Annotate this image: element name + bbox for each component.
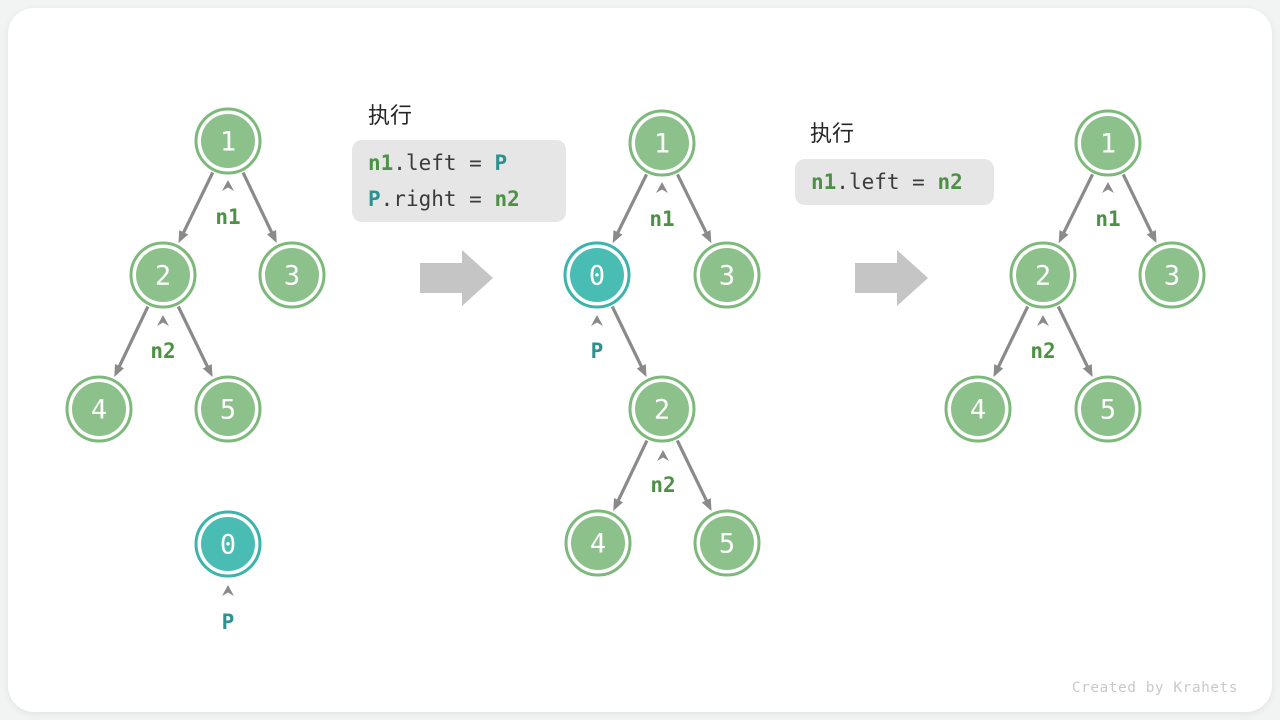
edge-2-4 — [613, 439, 649, 511]
pointer-label: n2 — [650, 473, 675, 497]
tree-after: 1 2 3 4 5 n1 n2 — [944, 109, 1206, 443]
edge-1-3 — [241, 171, 277, 243]
node-value: 2 — [155, 261, 171, 292]
caret-up-icon — [656, 182, 668, 193]
pointer-n1: n1 — [215, 180, 241, 229]
edge-1-3 — [676, 173, 712, 244]
pointer-label: P — [222, 610, 235, 634]
pointer-P: P — [591, 315, 604, 363]
node-value: 0 — [220, 530, 236, 561]
node-value: 2 — [1035, 261, 1051, 292]
pointer-n1: n1 — [649, 182, 675, 231]
node-value: 3 — [284, 261, 300, 292]
caret-up-icon — [591, 315, 603, 326]
node-2: 2 — [1009, 241, 1077, 309]
node-value: 4 — [91, 395, 107, 426]
node-value: 5 — [1100, 395, 1116, 426]
node-1: 1 — [1074, 109, 1142, 177]
edge-2-5 — [176, 305, 213, 378]
pointer-label: n1 — [649, 207, 674, 231]
caret-up-icon — [1037, 315, 1049, 326]
node-4: 4 — [65, 375, 133, 443]
edge-1-2 — [1058, 173, 1094, 244]
node-value: 1 — [220, 127, 236, 158]
node-1: 1 — [628, 109, 696, 177]
pointer-P: P — [222, 585, 235, 634]
transition-arrow-icon — [855, 250, 928, 306]
node-value: 1 — [1100, 129, 1116, 160]
caret-up-icon — [222, 180, 234, 191]
node-value: 5 — [719, 529, 735, 560]
pointer-label: n1 — [1095, 207, 1120, 231]
node-value: 4 — [970, 395, 986, 426]
node-2: 2 — [628, 375, 696, 443]
caret-up-icon — [222, 585, 234, 596]
pointer-label: n1 — [215, 205, 240, 229]
node-3: 3 — [693, 241, 761, 309]
node-5: 5 — [693, 509, 761, 577]
node-5: 5 — [194, 375, 262, 443]
edge-2-5 — [675, 439, 712, 512]
pointer-label: n2 — [1030, 339, 1055, 363]
edge-2-4 — [993, 305, 1030, 378]
node-value: 3 — [719, 261, 735, 292]
edge-1-0 — [612, 173, 648, 244]
edge-1-3 — [1121, 173, 1157, 244]
node-value: 0 — [589, 261, 605, 292]
pointer-label: P — [591, 339, 604, 363]
transition-arrow-icon — [420, 250, 493, 306]
node-0: 0 — [563, 241, 631, 309]
pointer-label: n2 — [150, 339, 175, 363]
node-3: 3 — [1138, 241, 1206, 309]
tree-before: 1 2 3 4 5 0 n1 n2P — [65, 107, 326, 634]
edge-0-2 — [610, 305, 647, 378]
pointer-n2: n2 — [650, 450, 676, 497]
node-2: 2 — [129, 241, 197, 309]
pointer-n1: n1 — [1095, 182, 1121, 231]
pointer-n2: n2 — [1030, 315, 1056, 363]
node-value: 1 — [654, 129, 670, 160]
node-4: 4 — [564, 509, 632, 577]
caret-up-icon — [1102, 182, 1114, 193]
node-value: 5 — [220, 395, 236, 426]
node-value: 3 — [1164, 261, 1180, 292]
node-value: 2 — [654, 395, 670, 426]
watermark: Created by Krahets — [1071, 680, 1238, 696]
edge-2-5 — [1056, 305, 1093, 378]
edge-1-2 — [178, 171, 215, 244]
caret-up-icon — [157, 315, 169, 326]
node-0: 0 — [194, 510, 262, 578]
pointer-n2: n2 — [150, 315, 176, 363]
node-1: 1 — [194, 107, 262, 175]
edge-2-4 — [114, 305, 150, 377]
node-value: 4 — [590, 529, 606, 560]
node-3: 3 — [258, 241, 326, 309]
node-4: 4 — [944, 375, 1012, 443]
caret-up-icon — [657, 450, 669, 461]
node-5: 5 — [1074, 375, 1142, 443]
